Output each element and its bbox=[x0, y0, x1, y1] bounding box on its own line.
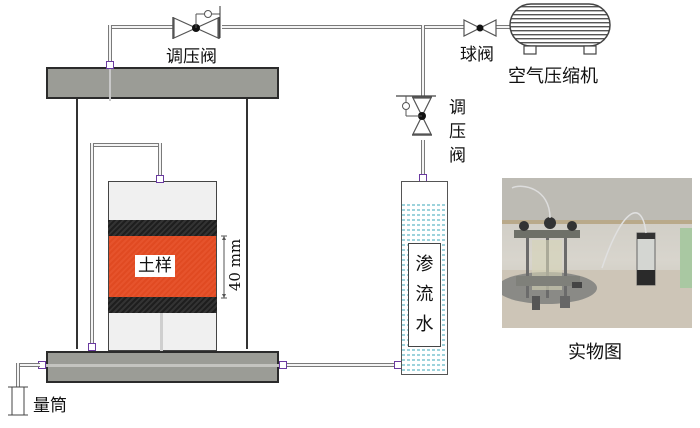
dimension-arrow-icon bbox=[221, 235, 227, 299]
sample-height-label: 40 mm bbox=[226, 238, 244, 292]
top-plate-inlet-pipe bbox=[109, 69, 111, 101]
pipe-side-down bbox=[421, 25, 425, 103]
water-column-empty-top bbox=[402, 182, 447, 202]
pressure-valve-side-label: 调 压 阀 bbox=[449, 98, 466, 166]
measuring-cylinder-label: 量筒 bbox=[33, 396, 67, 416]
soil-sample-label: 土样 bbox=[135, 255, 175, 277]
seepage-water-label-box: 渗 流 水 bbox=[408, 243, 441, 347]
top-plate-port bbox=[106, 61, 114, 69]
bottom-plate-right-port bbox=[279, 361, 287, 369]
cell-wall-left bbox=[76, 99, 78, 349]
pressure-regulating-valve-top-icon[interactable] bbox=[170, 4, 224, 42]
pipe-top-left-down bbox=[108, 25, 112, 65]
air-compressor-label: 空气压缩机 bbox=[508, 66, 598, 87]
pipe-to-cylinder bbox=[16, 363, 40, 367]
air-compressor-icon bbox=[509, 3, 611, 55]
inner-pipe-top bbox=[90, 143, 162, 147]
cell-wall-right bbox=[246, 99, 248, 349]
pressure-valve-top-label: 调压阀 bbox=[166, 47, 217, 67]
inner-pipe-left bbox=[90, 143, 94, 347]
pipe-top-left bbox=[108, 25, 176, 29]
porous-stone-top bbox=[108, 220, 217, 236]
pipe-side-lower bbox=[421, 140, 425, 178]
ball-valve-icon[interactable] bbox=[462, 18, 498, 38]
pipe-to-compressor bbox=[494, 25, 510, 29]
porous-stone-bottom bbox=[108, 297, 217, 313]
bottom-plate bbox=[46, 351, 279, 383]
top-plate bbox=[46, 67, 279, 99]
bottom-inner-port bbox=[88, 343, 96, 351]
sample-top-port bbox=[156, 175, 164, 183]
measuring-cylinder-icon bbox=[8, 386, 28, 416]
photo-caption: 实物图 bbox=[568, 342, 622, 363]
pipe-top-main bbox=[222, 25, 468, 29]
pipe-to-cylinder-down bbox=[16, 363, 20, 387]
pressure-regulating-valve-side-icon[interactable] bbox=[396, 92, 440, 142]
sample-cap-top bbox=[108, 181, 217, 221]
bottom-plate-channel bbox=[46, 364, 279, 367]
ball-valve-label: 球阀 bbox=[460, 45, 494, 65]
apparatus-photo bbox=[502, 178, 692, 328]
inner-pipe-right bbox=[158, 143, 162, 177]
sample-drain-pipe bbox=[160, 313, 163, 365]
pipe-bottom-to-water bbox=[287, 363, 397, 367]
